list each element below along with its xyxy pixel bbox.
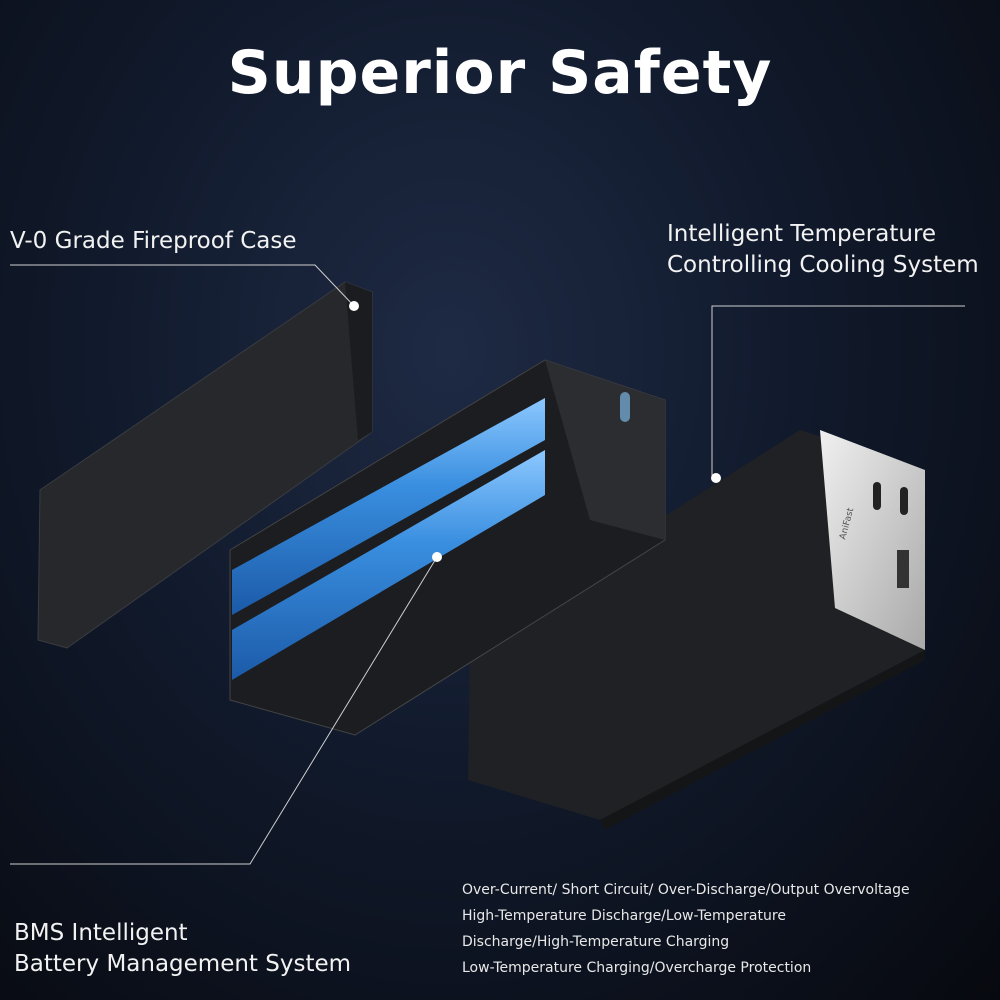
bms-line-1: BMS Intelligent — [14, 920, 188, 946]
case-callout-label: V-0 Grade Fireproof Case — [10, 228, 297, 254]
protection-item: Low-Temperature Charging/Overcharge Prot… — [462, 960, 812, 976]
protection-item: Discharge/High-Temperature Charging — [462, 934, 730, 950]
callout-dot-bms — [432, 552, 442, 562]
power-bank-shell: AniFast — [468, 430, 925, 830]
bms-line-2: Battery Management System — [14, 951, 352, 977]
battery-pack — [229, 359, 666, 736]
protection-list: Over-Current/ Short Circuit/ Over-Discha… — [462, 877, 910, 981]
usb-c-port-1 — [873, 482, 881, 510]
usb-c-port-2 — [900, 487, 908, 515]
callout-dot-cooling — [711, 473, 721, 483]
port-panel — [820, 430, 925, 650]
cooling-line-1: Intelligent Temperature — [667, 221, 937, 247]
page-title: Superior Safety — [227, 38, 773, 108]
protection-item: High-Temperature Discharge/Low-Temperatu… — [462, 908, 786, 924]
usb-c-port — [620, 392, 630, 422]
callout-dot-case — [349, 301, 359, 311]
bms-callout-label: BMS Intelligent Battery Management Syste… — [14, 918, 351, 980]
usb-a-port — [897, 550, 909, 588]
cooling-line-2: Controlling Cooling System — [667, 252, 979, 278]
cooling-callout-label: Intelligent Temperature Controlling Cool… — [667, 219, 979, 281]
protection-item: Over-Current/ Short Circuit/ Over-Discha… — [462, 882, 910, 898]
fireproof-case — [37, 281, 373, 649]
callout-lines — [10, 264, 965, 865]
